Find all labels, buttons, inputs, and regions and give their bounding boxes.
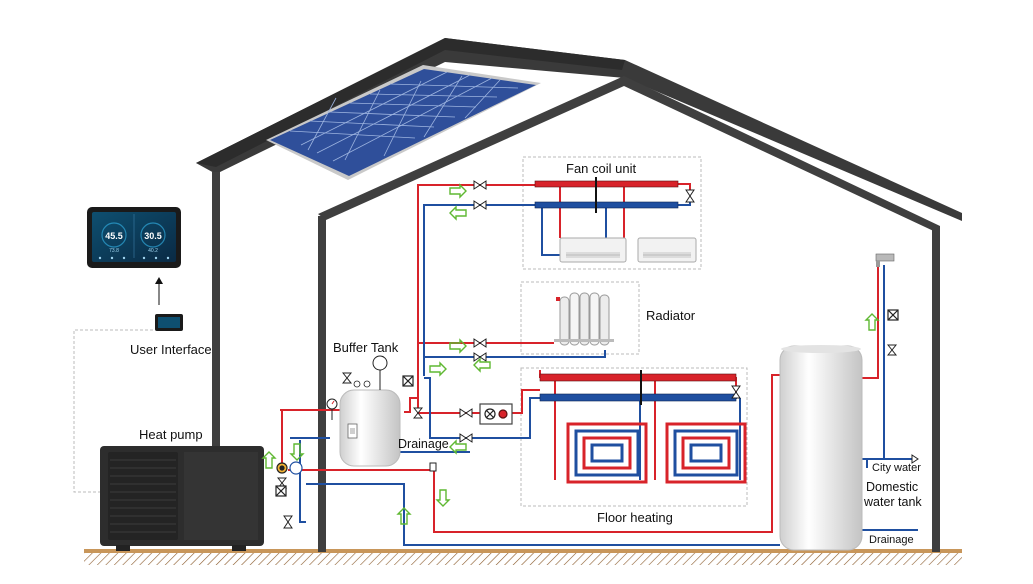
floor-heating-coils [566, 422, 747, 484]
floor-heating-label: Floor heating [597, 510, 673, 525]
expansion-fitting [289, 461, 303, 475]
controller-small [155, 314, 183, 331]
flow-arrow-left [473, 357, 491, 373]
flow-arrow-down [435, 489, 451, 507]
domestic-water-tank [779, 345, 868, 551]
controller-left-sub: 73.8 [109, 248, 119, 254]
flow-arrow-down [289, 443, 305, 461]
pump [402, 375, 414, 387]
floor-heating-box [520, 367, 748, 507]
valve [911, 454, 919, 464]
valve [341, 372, 353, 384]
valve [473, 200, 487, 210]
pumps [275, 309, 899, 497]
text-labels: Fan coil unit Radiator Floor heating Buf… [130, 161, 922, 546]
fan-coil-unit-label: Fan coil unit [566, 161, 636, 176]
controller-left-value: 45.5 [105, 231, 123, 241]
valve [412, 407, 424, 419]
valve [685, 189, 695, 203]
dashed-boxes [73, 156, 748, 507]
drainage-tank-label: Drainage [869, 534, 914, 546]
valve [473, 180, 487, 190]
domestic-water-tank-label-line1: Domestic [866, 480, 918, 494]
pump [887, 309, 899, 321]
heat-pump-label: Heat pump [139, 427, 203, 442]
heat-pump-unit [100, 446, 264, 551]
flow-arrows [261, 183, 880, 525]
valve [473, 338, 487, 348]
flow-arrow-up [261, 451, 277, 469]
manifolds [534, 177, 737, 405]
faucet [875, 253, 895, 267]
link-arrow [155, 277, 163, 305]
solar-panel [266, 65, 541, 180]
controller-display: 45.5 30.5 73.8 40.2 [87, 207, 181, 268]
radiator-label: Radiator [646, 308, 696, 323]
flow-arrow-left [449, 205, 467, 221]
pump [275, 485, 287, 497]
buffer-tank [339, 355, 401, 467]
valve [459, 408, 473, 418]
inner-left-wall [318, 216, 326, 552]
fan-coil-units [559, 237, 697, 263]
ground [84, 549, 962, 565]
valves [276, 180, 919, 529]
drainage-buffer-label: Drainage [398, 437, 449, 451]
domestic-water-tank-label-line2: water tank [863, 495, 922, 509]
user-interface-label: User Interface [130, 342, 212, 357]
flow-arrow-right [449, 183, 467, 199]
valve [886, 344, 898, 356]
valve [731, 385, 741, 399]
left-outer-wall [212, 172, 220, 452]
controller-link-dashed [73, 329, 158, 493]
floor-coil-right [665, 422, 747, 484]
flow-arrow-right [449, 338, 467, 354]
flow-arrow-up [864, 313, 880, 331]
controller-right-value: 30.5 [144, 231, 162, 241]
valve [283, 515, 293, 529]
three-way-valve [276, 462, 288, 474]
buffer-tank-label: Buffer Tank [333, 340, 399, 355]
floor-coil-left [566, 422, 648, 484]
flow-arrow-up [396, 507, 412, 525]
fan-coil-right [637, 237, 697, 263]
valve [473, 352, 487, 362]
gauges [326, 398, 437, 472]
valve [459, 433, 473, 443]
radiator-unit [554, 292, 614, 346]
flow-arrow-left [449, 439, 467, 455]
flow-arrow-right [429, 361, 447, 377]
fan-coil-left [559, 237, 627, 263]
right-wall [932, 226, 940, 552]
controller-right-sub: 40.2 [148, 248, 158, 254]
city-water-label: City water [872, 462, 921, 474]
mixing-valve-station [479, 403, 513, 425]
